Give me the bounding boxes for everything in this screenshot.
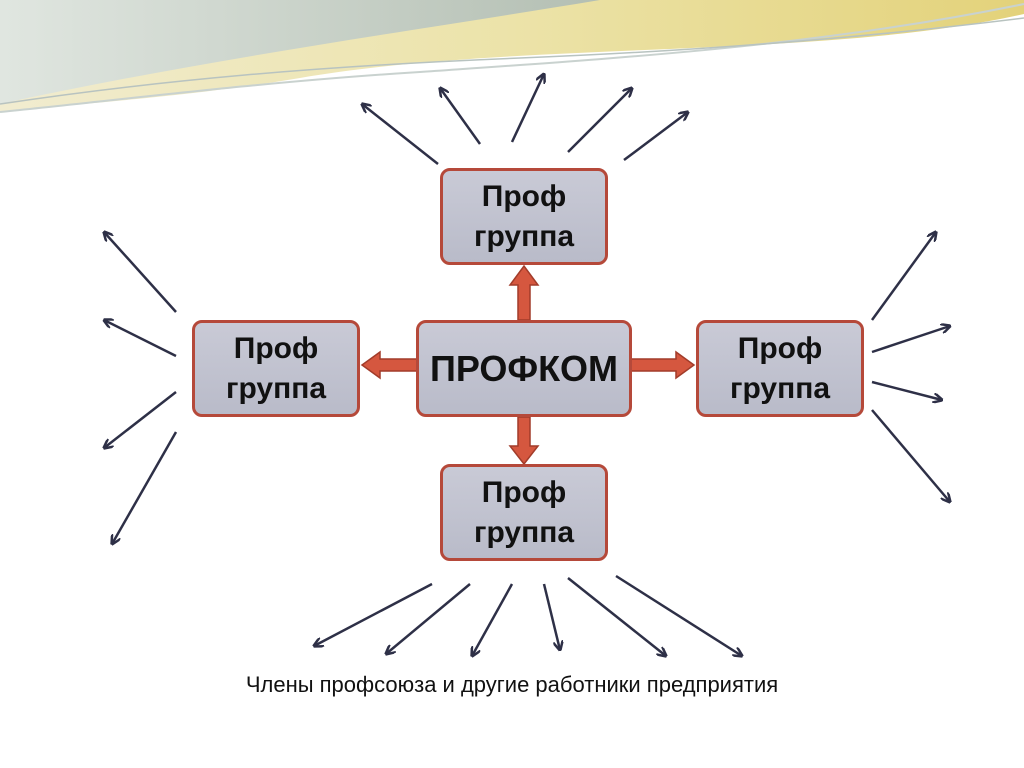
fan-arrow-left-1 (104, 232, 177, 313)
fan-arrows (104, 74, 950, 656)
prof-group-bottom-line2: группа (473, 515, 575, 549)
fan-arrow-top-2 (440, 88, 482, 145)
prof-group-bottom-line1: Проф (481, 475, 567, 509)
prof-group-left-box: Проф группа (192, 320, 360, 417)
fan-arrow-top-5 (623, 112, 688, 161)
prof-group-bottom-box: Проф группа (440, 464, 608, 561)
profkom-box: ПРОФКОМ (416, 320, 632, 417)
fan-arrow-left-4 (112, 431, 178, 544)
fan-arrow-bottom-2 (386, 583, 471, 654)
fan-arrow-bottom-6 (615, 574, 742, 656)
fan-arrow-bottom-1 (314, 582, 433, 646)
block-arrow-left (360, 350, 419, 380)
fan-arrow-left-3 (104, 391, 177, 448)
profkom-label: ПРОФКОМ (429, 347, 619, 389)
prof-group-top-line2: группа (473, 219, 575, 253)
fan-arrow-top-1 (362, 104, 439, 165)
prof-group-right-line1: Проф (737, 331, 823, 365)
fan-arrow-right-3 (871, 380, 942, 400)
fan-arrow-bottom-5 (567, 577, 666, 656)
prof-group-left-line2: группа (225, 371, 327, 405)
caption-members: Члены профсоюза и другие работники предп… (245, 672, 779, 697)
prof-group-top-line1: Проф (481, 179, 567, 213)
block-arrow-right (629, 350, 696, 380)
fan-arrow-right-1 (870, 232, 936, 321)
fan-arrow-top-4 (567, 88, 632, 153)
block-arrows (360, 264, 696, 466)
top-banner-decoration (0, 0, 1024, 113)
block-arrow-up (508, 264, 540, 321)
prof-group-right-line2: группа (729, 371, 831, 405)
fan-arrow-left-2 (104, 320, 177, 358)
fan-arrow-right-4 (871, 409, 950, 502)
block-arrow-down (508, 416, 540, 466)
prof-group-right-box: Проф группа (696, 320, 864, 417)
fan-arrow-right-2 (871, 326, 950, 354)
fan-arrow-bottom-3 (472, 583, 514, 656)
prof-group-left-line1: Проф (233, 331, 319, 365)
fan-arrow-top-3 (510, 74, 544, 143)
fan-arrow-bottom-4 (542, 583, 560, 650)
prof-group-top-box: Проф группа (440, 168, 608, 265)
